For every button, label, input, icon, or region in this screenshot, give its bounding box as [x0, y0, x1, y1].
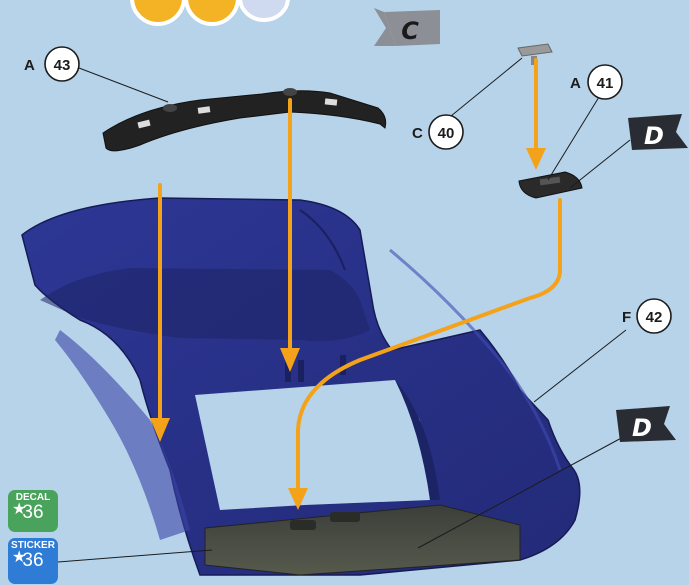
flag-c: C: [374, 8, 440, 46]
callout-letter: C: [412, 125, 423, 142]
flag-letter: C: [401, 17, 419, 45]
callout-number: 41: [597, 75, 614, 92]
flag-letter: D: [644, 122, 664, 150]
top-badges: [132, 0, 288, 24]
callout-letter: A: [570, 75, 581, 92]
callout-number: 43: [54, 57, 71, 74]
callout-number: 40: [438, 125, 455, 142]
flag-d-upper: D: [628, 114, 688, 150]
callout-f42: F 42: [622, 299, 671, 333]
decal-badge: ★ DECAL 36: [8, 490, 58, 532]
part-43-roof-piece: [103, 88, 386, 151]
callout-letter: F: [622, 309, 631, 326]
callout-a41: A 41: [570, 65, 622, 99]
callout-letter: A: [24, 57, 35, 74]
flag-d-lower: D: [616, 406, 676, 442]
callout-number: 42: [646, 309, 663, 326]
sticker-badge: ★ STICKER 36: [8, 538, 58, 584]
callout-a43: A 43: [24, 47, 79, 81]
flag-letter: D: [632, 414, 652, 442]
star-icon: ★: [12, 550, 26, 566]
callout-c40: C 40: [412, 115, 463, 149]
star-icon: ★: [12, 502, 26, 518]
